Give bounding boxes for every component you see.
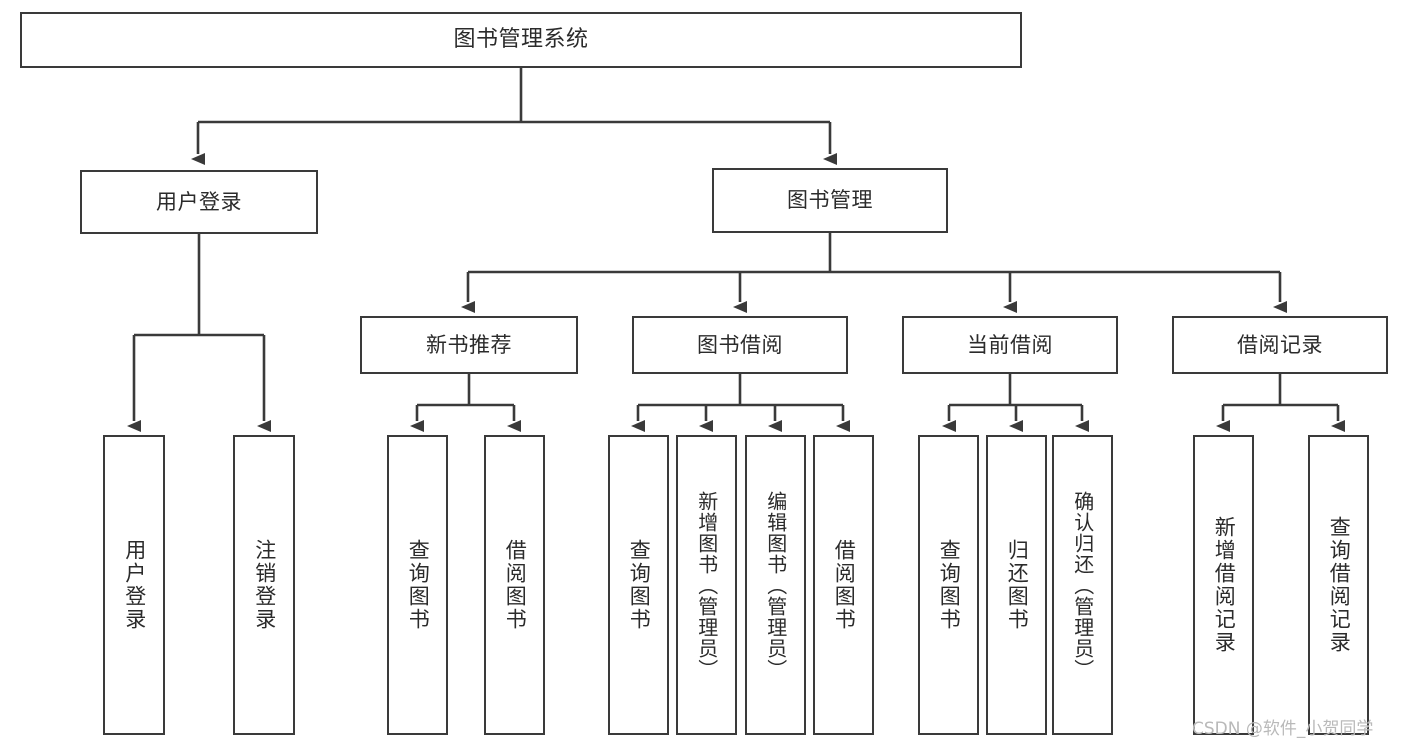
node-user-login[interactable]: 用户登录	[80, 170, 318, 234]
node-root-system[interactable]: 图书管理系统	[20, 12, 1022, 68]
node-label: 编辑图书（管理员）	[763, 490, 788, 680]
node-label: 用户登录	[156, 189, 242, 214]
node-label: 归还图书	[1005, 539, 1030, 631]
node-label: 用户登录	[122, 539, 147, 631]
node-label: 借阅图书	[503, 539, 528, 631]
node-label: 查询图书	[627, 539, 652, 631]
node-label: 图书管理系统	[453, 27, 589, 53]
node-label: 新增借阅记录	[1212, 516, 1237, 654]
node-label: 借阅记录	[1237, 332, 1323, 357]
node-leaf-borrow-book-2[interactable]: 借阅图书	[813, 435, 874, 735]
node-borrow-record[interactable]: 借阅记录	[1172, 316, 1388, 374]
node-leaf-add-book[interactable]: 新增图书（管理员）	[676, 435, 737, 735]
node-label: 确认归还（管理员）	[1070, 490, 1095, 680]
node-leaf-edit-book[interactable]: 编辑图书（管理员）	[745, 435, 806, 735]
node-leaf-user-login[interactable]: 用户登录	[103, 435, 165, 735]
node-new-book-recommend[interactable]: 新书推荐	[360, 316, 578, 374]
node-label: 查询图书	[937, 539, 962, 631]
node-label: 注销登录	[252, 539, 277, 631]
node-label: 新书推荐	[426, 332, 512, 357]
node-book-borrow[interactable]: 图书借阅	[632, 316, 848, 374]
node-label: 图书管理	[787, 188, 873, 213]
node-label: 查询图书	[406, 539, 431, 631]
node-leaf-query-book-3[interactable]: 查询图书	[918, 435, 979, 735]
node-label: 图书借阅	[697, 332, 783, 357]
node-leaf-confirm-return[interactable]: 确认归还（管理员）	[1052, 435, 1113, 735]
node-label: 借阅图书	[832, 539, 857, 631]
node-label: 查询借阅记录	[1327, 516, 1352, 654]
node-leaf-borrow-book-1[interactable]: 借阅图书	[484, 435, 545, 735]
node-leaf-query-book-1[interactable]: 查询图书	[387, 435, 448, 735]
node-label: 新增图书（管理员）	[694, 490, 719, 680]
node-leaf-return-book[interactable]: 归还图书	[986, 435, 1047, 735]
node-leaf-user-logout[interactable]: 注销登录	[233, 435, 295, 735]
node-leaf-add-record[interactable]: 新增借阅记录	[1193, 435, 1254, 735]
node-book-management[interactable]: 图书管理	[712, 168, 948, 233]
node-leaf-query-book-2[interactable]: 查询图书	[608, 435, 669, 735]
node-current-borrow[interactable]: 当前借阅	[902, 316, 1118, 374]
node-leaf-query-record[interactable]: 查询借阅记录	[1308, 435, 1369, 735]
node-label: 当前借阅	[967, 332, 1053, 357]
